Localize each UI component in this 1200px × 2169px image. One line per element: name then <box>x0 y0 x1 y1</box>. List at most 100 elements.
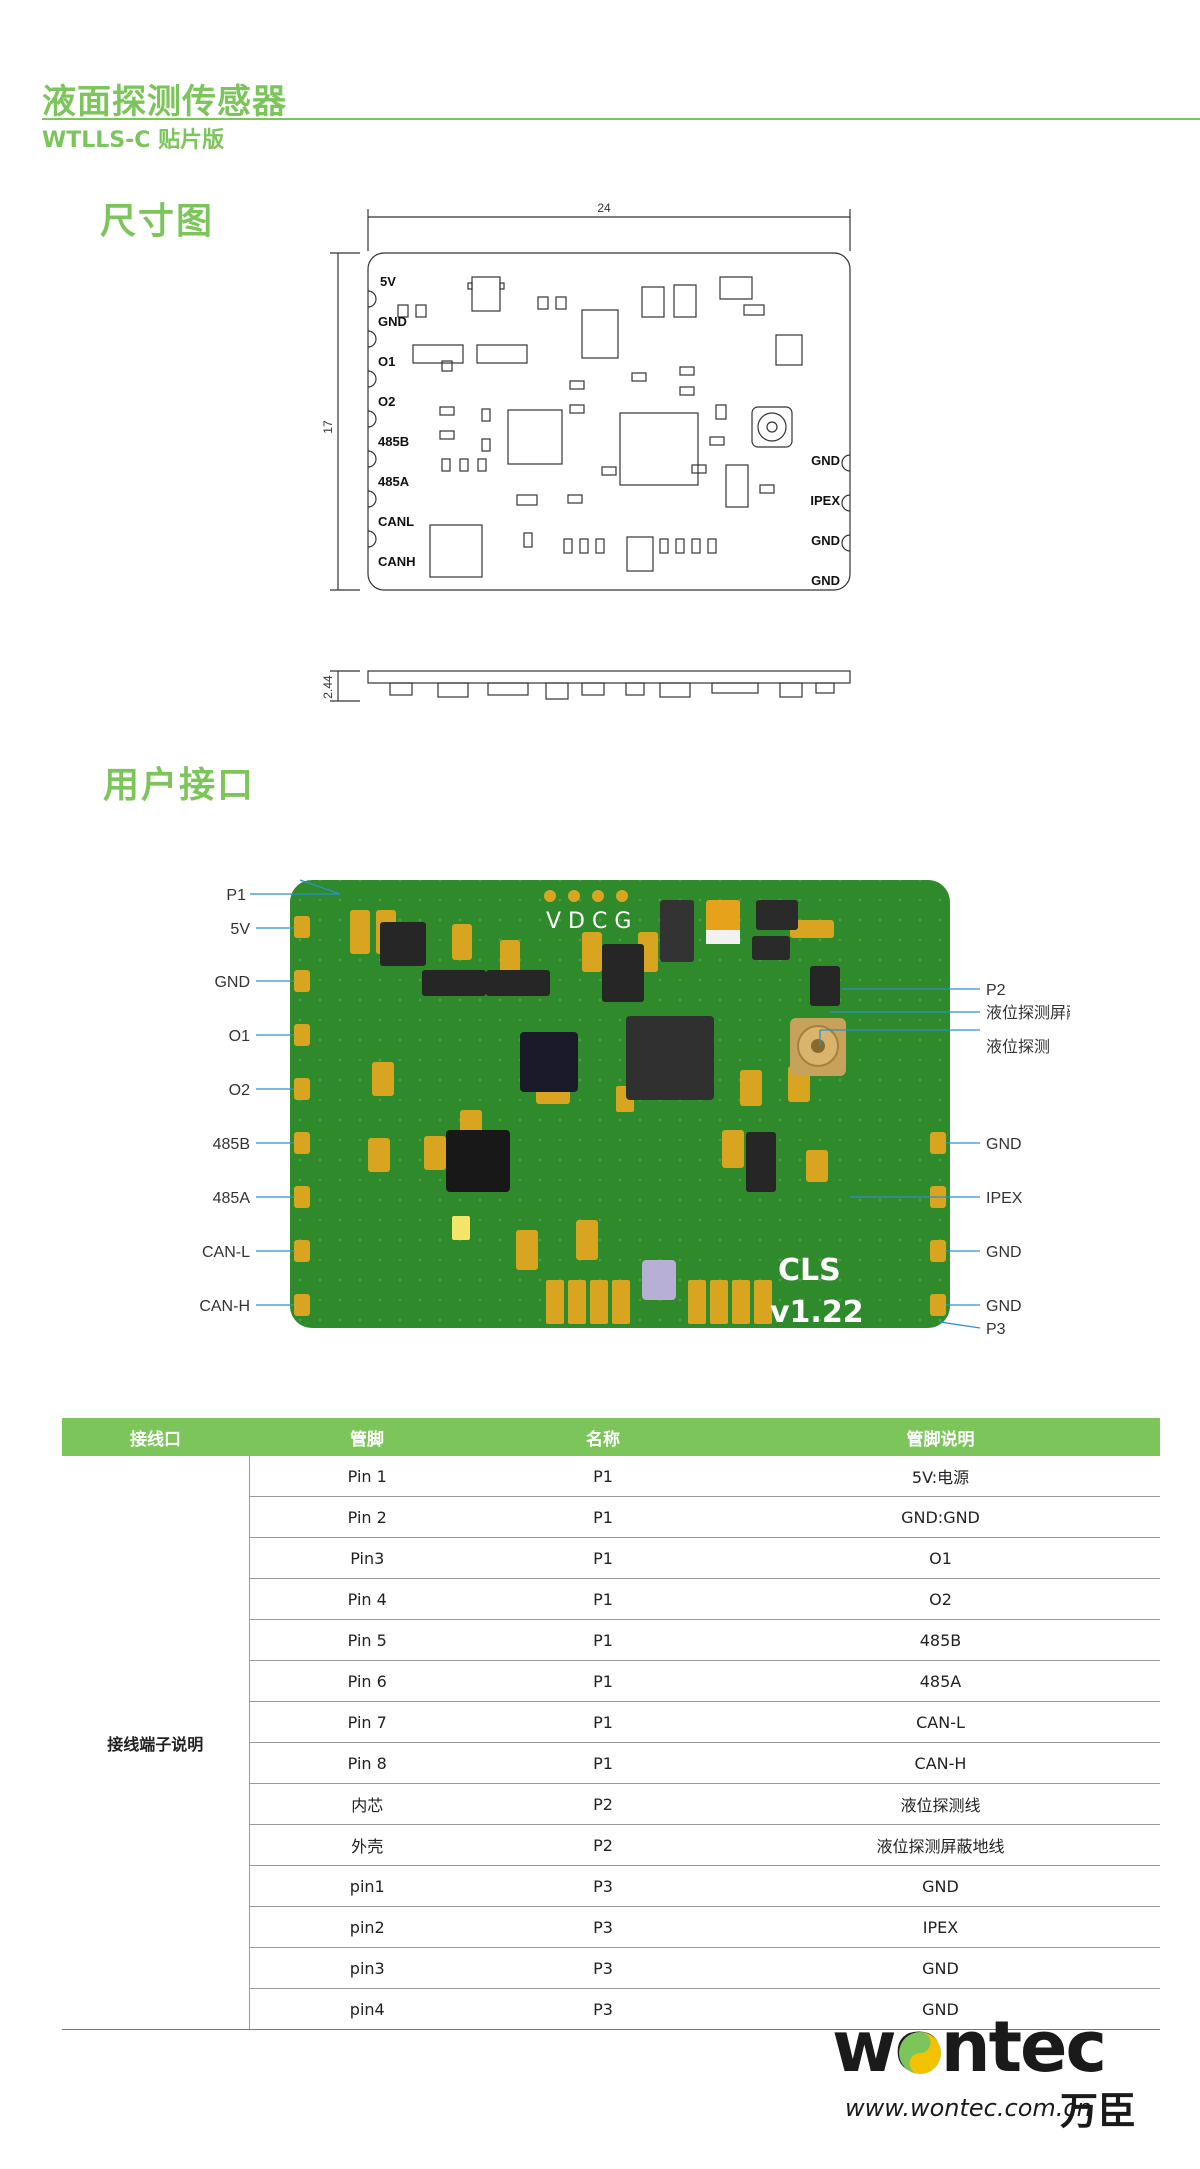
table-cell: Pin 4 <box>249 1578 485 1620</box>
height-dimension-label: 17 <box>321 420 335 434</box>
silk-vdcg: V D C G <box>546 909 631 934</box>
table-cell: P1 <box>485 1537 721 1579</box>
table-cell: GND <box>721 1947 1160 1989</box>
pad-label: GND <box>378 314 407 329</box>
table-cell: P3 <box>485 1906 721 1948</box>
pad-label: GND <box>811 573 840 588</box>
pin-label: 485A <box>213 1190 251 1207</box>
pad-label: CANH <box>378 554 416 569</box>
header-divider <box>42 118 1200 120</box>
width-dimension-label: 24 <box>597 201 611 215</box>
pin-label: P3 <box>986 1321 1006 1338</box>
table-cell: 液位探测屏蔽地线 <box>721 1824 1160 1866</box>
table-cell: O1 <box>721 1537 1160 1579</box>
pin-label: GND <box>986 1298 1022 1315</box>
table-cell: P1 <box>485 1701 721 1743</box>
silk-cls: CLS <box>778 1253 841 1288</box>
table-cell: GND <box>721 1988 1160 2030</box>
table-cell: pin2 <box>249 1906 485 1948</box>
pad-label: O1 <box>378 354 395 369</box>
table-cell: P1 <box>485 1619 721 1661</box>
table-cell: P2 <box>485 1824 721 1866</box>
table-row: 接线端子说明 Pin 1 P1 5V:电源 <box>62 1456 1160 2030</box>
table-cell: P3 <box>485 1947 721 1989</box>
pad-label: 5V <box>380 274 396 289</box>
table-cell: CAN-H <box>721 1742 1160 1784</box>
pin-label: GND <box>214 974 250 991</box>
column-header: 管脚 <box>249 1418 485 1456</box>
table-cell: Pin 1 <box>249 1456 485 1497</box>
table-cell: P1 <box>485 1456 721 1497</box>
section-title-dimensions: 尺寸图 <box>100 201 215 242</box>
group-label: 接线端子说明 <box>62 1456 250 2030</box>
pad-label: O2 <box>378 394 395 409</box>
table-cell: P3 <box>485 1988 721 2030</box>
brand-chinese-name: 万臣 <box>1060 2089 1137 2133</box>
table-cell: P2 <box>485 1783 721 1825</box>
pin-label: 485B <box>213 1136 250 1153</box>
pad-label: GND <box>811 533 840 548</box>
table-cell: 内芯 <box>249 1783 485 1825</box>
table-cell: P1 <box>485 1496 721 1538</box>
table-cell: 液位探测线 <box>721 1783 1160 1825</box>
column-header: 管脚说明 <box>721 1418 1160 1456</box>
pin-label: IPEX <box>986 1190 1023 1207</box>
table-cell: 5V:电源 <box>721 1456 1160 1497</box>
pad-label: 485A <box>378 474 410 489</box>
table-cell: IPEX <box>721 1906 1160 1948</box>
table-cell: pin1 <box>249 1865 485 1907</box>
column-header: 接线口 <box>62 1418 249 1456</box>
board-photo: V D C G CLS v1.22 P1 5V GND O1 O2 485B 4… <box>199 879 1070 1338</box>
table-cell: P3 <box>485 1865 721 1907</box>
thickness-dimension-label: 2.44 <box>321 675 335 699</box>
pin-label: P2 <box>986 982 1006 999</box>
pin-label: 5V <box>230 921 250 938</box>
pin-label: O2 <box>229 1082 250 1099</box>
table-cell: Pin 6 <box>249 1660 485 1702</box>
table-cell: 外壳 <box>249 1824 485 1866</box>
pin-label: 液位探测屏蔽线 <box>986 1004 1070 1022</box>
table-cell: CAN-L <box>721 1701 1160 1743</box>
table-header-row: 接线口 管脚 名称 管脚说明 <box>62 1418 1160 1456</box>
table-cell: Pin 5 <box>249 1619 485 1661</box>
pin-label: 液位探测 <box>986 1038 1050 1056</box>
table-cell: Pin3 <box>249 1537 485 1579</box>
table-cell: Pin 7 <box>249 1701 485 1743</box>
pad-label: 485B <box>378 434 409 449</box>
pin-label: CAN-L <box>202 1244 250 1261</box>
pin-label: GND <box>986 1136 1022 1153</box>
pin-label: O1 <box>229 1028 250 1045</box>
pin-label: P1 <box>226 887 246 904</box>
table-cell: Pin 8 <box>249 1742 485 1784</box>
dimension-drawing: 24 17 2.44 5V GND O1 O2 485B 485A CANL C… <box>321 201 851 702</box>
pin-label: CAN-H <box>199 1298 250 1315</box>
brand-url: www.wontec.com.cn <box>845 2094 1092 2122</box>
pad-label: CANL <box>378 514 414 529</box>
pin-description-table: 接线口 管脚 名称 管脚说明 接线端子说明 Pin 1 P1 5V:电源 Pin… <box>62 1418 1160 2030</box>
table-cell: GND <box>721 1865 1160 1907</box>
table-cell: GND:GND <box>721 1496 1160 1538</box>
pad-label: IPEX <box>810 493 840 508</box>
table-cell: P1 <box>485 1742 721 1784</box>
pad-label: GND <box>811 453 840 468</box>
table-cell: pin3 <box>249 1947 485 1989</box>
table-cell: P1 <box>485 1660 721 1702</box>
table-cell: Pin 2 <box>249 1496 485 1538</box>
brand-logo: wontec <box>832 2006 1107 2088</box>
column-header: 名称 <box>485 1418 721 1456</box>
pin-label: GND <box>986 1244 1022 1261</box>
